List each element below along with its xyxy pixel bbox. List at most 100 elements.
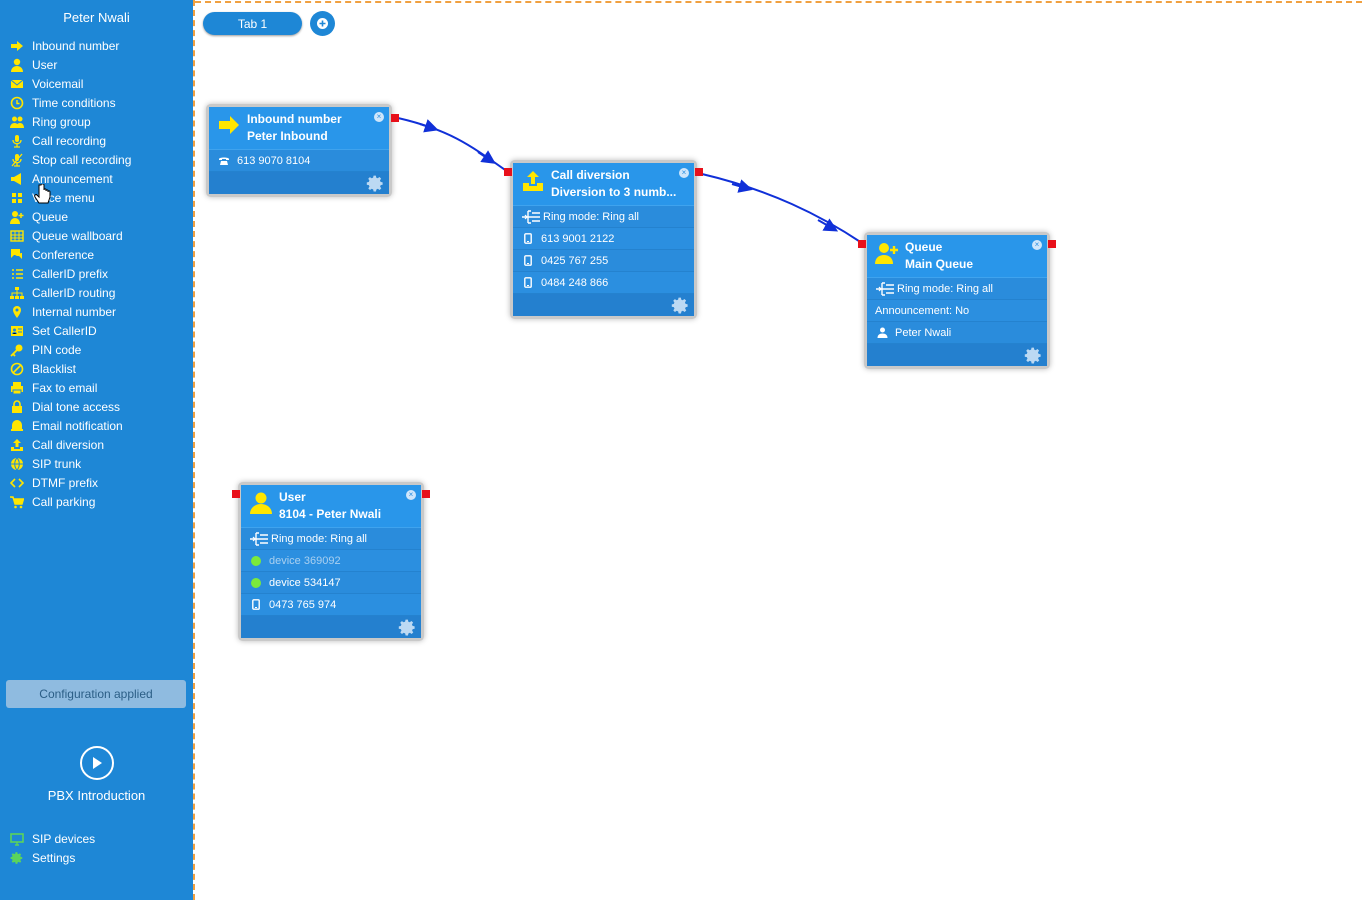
ring-mode-icon — [249, 531, 269, 547]
sidebar-item-inbound-number[interactable]: Inbound number — [0, 36, 193, 55]
sidebar-item-ring-group[interactable]: Ring group — [0, 112, 193, 131]
add-tab-button[interactable] — [310, 11, 335, 36]
sidebar-item-label: Time conditions — [32, 95, 116, 110]
output-port[interactable] — [422, 490, 430, 498]
sidebar-item-label: Call recording — [32, 133, 107, 148]
grid-icon — [9, 191, 25, 205]
node-detail-text: Announcement: No — [875, 304, 970, 317]
link-inbound-to-diversion — [397, 117, 509, 173]
output-port[interactable] — [1048, 240, 1056, 248]
microphone-icon — [9, 134, 25, 148]
node-name-label: Peter Inbound — [247, 129, 328, 143]
node-detail-row: Ring mode: Ring all — [241, 528, 421, 550]
sidebar-item-stop-call-recording[interactable]: Stop call recording — [0, 150, 193, 169]
list-icon — [9, 267, 25, 281]
sidebar-item-pin-code[interactable]: PIN code — [0, 340, 193, 359]
globe-icon — [9, 457, 25, 471]
sidebar-item-call-recording[interactable]: Call recording — [0, 131, 193, 150]
sidebar-item-callerid-prefix[interactable]: CallerID prefix — [0, 264, 193, 283]
sidebar-item-user[interactable]: User — [0, 55, 193, 74]
sidebar-item-call-parking[interactable]: Call parking — [0, 492, 193, 511]
link-diversion-to-queue — [701, 173, 863, 244]
node-detail-text: Ring mode: Ring all — [543, 210, 639, 223]
sidebar-item-label: Email notification — [32, 418, 123, 433]
configuration-status-button[interactable]: Configuration applied — [6, 680, 186, 708]
node-type-label: Call diversion — [551, 168, 630, 182]
input-port[interactable] — [232, 490, 240, 498]
sidebar-item-fax-to-email[interactable]: Fax to email — [0, 378, 193, 397]
gear-icon[interactable] — [671, 296, 690, 315]
sidebar-item-label: Ring group — [32, 114, 91, 129]
mobile-icon — [521, 277, 535, 288]
sidebar-item-settings[interactable]: Settings — [0, 848, 193, 867]
sidebar-item-callerid-routing[interactable]: CallerID routing — [0, 283, 193, 302]
sidebar-item-call-diversion[interactable]: Call diversion — [0, 435, 193, 454]
node-detail-row: 0425 767 255 — [513, 250, 694, 272]
sidebar-item-announcement[interactable]: Announcement — [0, 169, 193, 188]
printer-icon — [9, 381, 25, 395]
node-name-label: 8104 - Peter Nwali — [279, 507, 382, 521]
lock-icon — [9, 399, 25, 414]
node-user[interactable]: User 8104 - Peter Nwali × Ring mode: Rin… — [232, 485, 430, 638]
node-call-diversion[interactable]: Call diversion Diversion to 3 numb... × … — [504, 163, 703, 316]
person-icon — [875, 327, 889, 338]
sidebar-item-label: SIP trunk — [32, 456, 82, 471]
sidebar-item-sip-devices[interactable]: SIP devices — [0, 829, 193, 848]
user-icon — [9, 58, 25, 72]
sidebar-item-internal-number[interactable]: Internal number — [0, 302, 193, 321]
map-pin-icon — [9, 305, 25, 319]
canvas-top-border — [195, 1, 1362, 3]
microphone-off-icon — [9, 153, 25, 167]
sidebar-item-voice-menu[interactable]: Voice menu — [0, 188, 193, 207]
sidebar-item-sip-trunk[interactable]: SIP trunk — [0, 454, 193, 473]
gear-icon[interactable] — [1024, 346, 1043, 365]
sidebar-item-dial-tone-access[interactable]: Dial tone access — [0, 397, 193, 416]
mobile-icon — [521, 255, 535, 266]
ring-mode-icon — [875, 281, 895, 297]
sidebar-item-conference[interactable]: Conference — [0, 245, 193, 264]
gear-icon[interactable] — [366, 174, 385, 193]
sidebar-item-label: Fax to email — [32, 380, 98, 395]
sidebar-item-queue-wallboard[interactable]: Queue wallboard — [0, 226, 193, 245]
node-name-label: Diversion to 3 numb... — [551, 185, 677, 199]
cart-icon — [9, 495, 25, 509]
close-icon[interactable]: × — [1032, 240, 1042, 250]
close-icon[interactable]: × — [406, 490, 416, 500]
sidebar-item-label: Queue wallboard — [32, 228, 123, 243]
input-port[interactable] — [858, 240, 866, 248]
sidebar-item-set-callerid[interactable]: Set CallerID — [0, 321, 193, 340]
node-inbound-number[interactable]: Inbound number Peter Inbound × 613 9070 … — [209, 107, 399, 194]
sidebar-item-dtmf-prefix[interactable]: DTMF prefix — [0, 473, 193, 492]
mobile-icon — [521, 233, 535, 244]
pbx-introduction[interactable]: PBX Introduction — [0, 746, 193, 803]
arrow-right-icon — [219, 116, 239, 134]
upload-icon — [523, 171, 543, 191]
input-port[interactable] — [504, 168, 512, 176]
node-detail-text: Peter Nwali — [895, 326, 952, 339]
sidebar-item-label: CallerID prefix — [32, 266, 109, 281]
sitemap-icon — [9, 286, 25, 300]
node-detail-row: 613 9001 2122 — [513, 228, 694, 250]
sidebar-item-queue[interactable]: Queue — [0, 207, 193, 226]
mouse-cursor-icon — [34, 184, 51, 204]
close-icon[interactable]: × — [679, 168, 689, 178]
sidebar-item-label: Stop call recording — [32, 152, 132, 167]
output-port[interactable] — [695, 168, 703, 176]
play-icon[interactable] — [79, 746, 114, 780]
close-icon[interactable]: × — [374, 112, 384, 122]
plus-circle-icon — [317, 18, 328, 29]
sidebar-item-blacklist[interactable]: Blacklist — [0, 359, 193, 378]
sidebar-item-time-conditions[interactable]: Time conditions — [0, 93, 193, 112]
sidebar-item-voicemail[interactable]: Voicemail — [0, 74, 193, 93]
sidebar-item-label: PIN code — [32, 342, 82, 357]
tab-1[interactable]: Tab 1 — [203, 12, 302, 35]
sidebar-item-label: Call parking — [32, 494, 96, 509]
gear-icon[interactable] — [398, 618, 417, 637]
node-detail-text: 0484 248 866 — [541, 276, 609, 289]
sidebar-item-email-notification[interactable]: Email notification — [0, 416, 193, 435]
output-port[interactable] — [391, 114, 399, 122]
